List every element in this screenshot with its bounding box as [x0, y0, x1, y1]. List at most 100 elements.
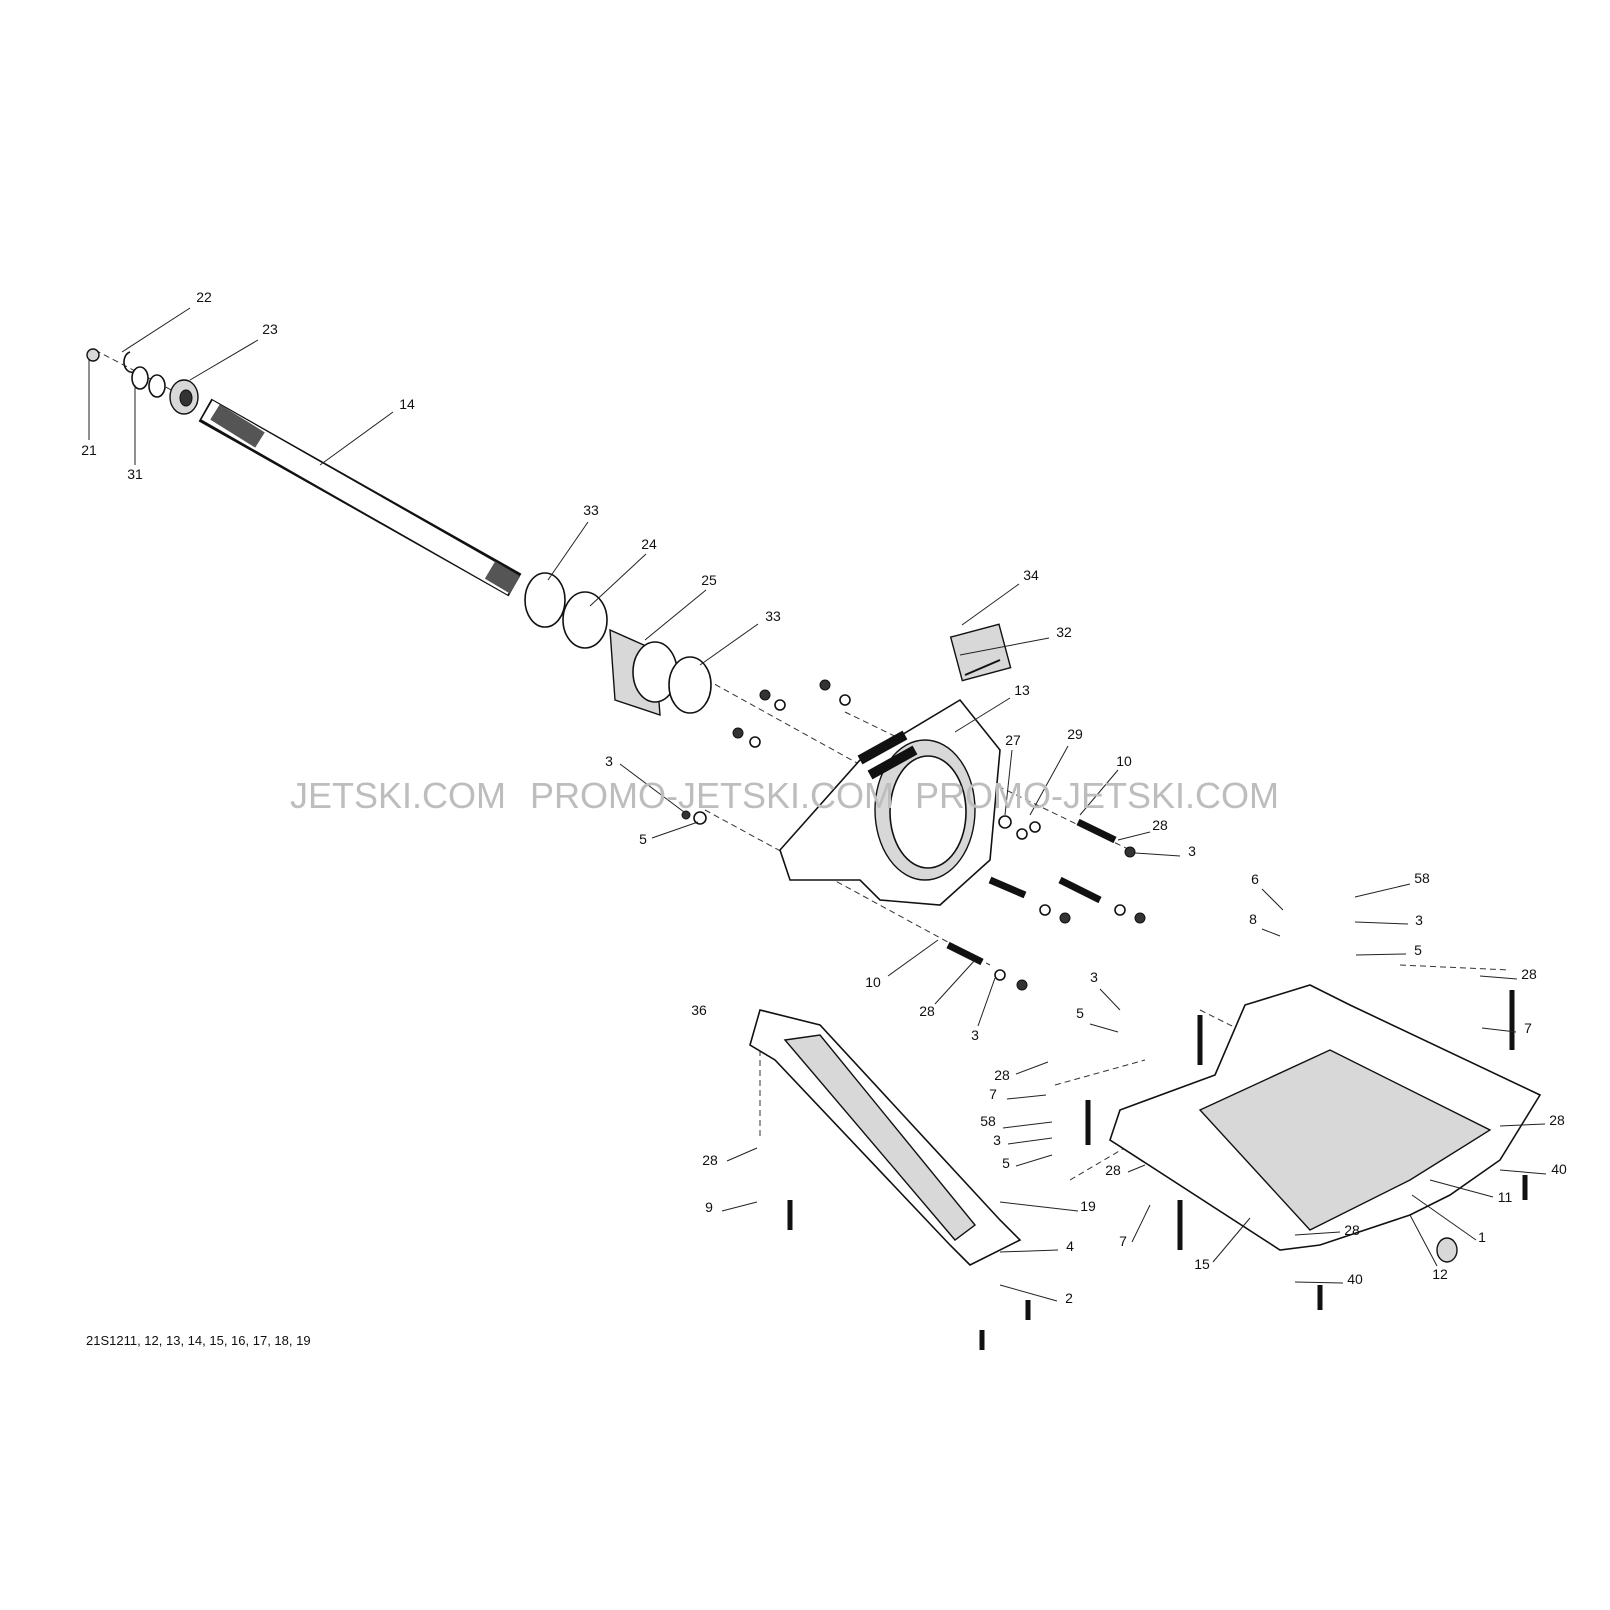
part-callout[interactable]: 1	[1478, 1229, 1486, 1245]
leader-line	[699, 623, 759, 666]
leader-line	[1131, 1204, 1151, 1243]
part-callout[interactable]: 19	[1080, 1198, 1096, 1214]
leader-line	[1015, 1154, 1053, 1167]
part-callout[interactable]: 58	[980, 1113, 996, 1129]
leader-line	[319, 411, 394, 466]
leader-line	[721, 1201, 758, 1212]
part-callout[interactable]: 24	[641, 536, 657, 552]
leader-line	[189, 339, 259, 381]
leader-line	[547, 521, 589, 581]
leader-line	[1479, 975, 1518, 980]
part-callout[interactable]: 3	[971, 1027, 979, 1043]
part-callout[interactable]: 3	[1188, 843, 1196, 859]
leader-line	[1134, 852, 1181, 857]
leader-line	[1499, 1169, 1547, 1175]
part-callout[interactable]: 29	[1067, 726, 1083, 742]
part-callout[interactable]: 3	[1090, 969, 1098, 985]
part-callout[interactable]: 28	[702, 1152, 718, 1168]
part-callout[interactable]: 21	[81, 442, 97, 458]
part-callout[interactable]: 28	[1521, 966, 1537, 982]
leader-line	[959, 637, 1050, 656]
part-callout[interactable]: 58	[1414, 870, 1430, 886]
leader-line	[1002, 1121, 1053, 1129]
mount-bolts	[787, 990, 1528, 1350]
leader-line	[1089, 1023, 1119, 1033]
part-callout[interactable]: 4	[1066, 1238, 1074, 1254]
watermark-text: PROMO-JETSKI.COM	[530, 775, 894, 816]
part-callout[interactable]: 3	[605, 753, 613, 769]
drive-shaft	[198, 398, 522, 597]
leader-line	[1007, 1137, 1053, 1145]
leader-line	[1409, 1214, 1438, 1267]
leader-line	[934, 959, 976, 1005]
leader-line	[999, 1249, 1059, 1253]
part-callout[interactable]: 13	[1014, 682, 1030, 698]
part-callout[interactable]: 3	[993, 1132, 1001, 1148]
leader-line	[961, 583, 1020, 626]
leader-line	[1261, 928, 1281, 937]
part-callout[interactable]: 32	[1056, 624, 1072, 640]
part-callout[interactable]: 7	[1524, 1020, 1532, 1036]
leader-line	[887, 939, 939, 977]
part-callout[interactable]: 12	[1432, 1266, 1448, 1282]
part-callout[interactable]: 2	[1065, 1290, 1073, 1306]
leader-line	[1006, 1094, 1047, 1100]
leader-line	[619, 763, 685, 813]
part-callout[interactable]: 40	[1551, 1161, 1567, 1177]
housing	[779, 698, 1001, 906]
part-callout[interactable]: 40	[1347, 1271, 1363, 1287]
watermark-text: PROMO-JETSKI.COM	[915, 775, 1279, 816]
part-callout[interactable]: 3	[1415, 912, 1423, 928]
part-callout[interactable]: 11	[1498, 1189, 1513, 1205]
leader-line	[954, 697, 1011, 733]
part-callout[interactable]: 7	[989, 1086, 997, 1102]
leader-line	[1212, 1217, 1251, 1263]
part-callout[interactable]: 9	[705, 1199, 713, 1215]
ride-plate	[749, 1009, 1022, 1266]
part-callout[interactable]: 22	[196, 289, 212, 305]
leader-line	[1029, 745, 1069, 816]
part-callout[interactable]: 31	[127, 466, 143, 482]
part-callout[interactable]: 36	[691, 1002, 707, 1018]
leader-line	[644, 589, 707, 641]
part-callout[interactable]: 10	[865, 974, 881, 990]
part-callout[interactable]: 8	[1249, 911, 1257, 927]
part-callout[interactable]: 34	[1023, 567, 1039, 583]
part-callout[interactable]: 5	[1076, 1005, 1084, 1021]
leader-line	[1127, 1164, 1146, 1173]
watermark: JETSKI.COM PROMO-JETSKI.COM PROMO-JETSKI…	[290, 775, 1279, 816]
part-callout[interactable]: 14	[399, 396, 415, 412]
part-callout[interactable]: 33	[765, 608, 781, 624]
part-callout[interactable]: 28	[1105, 1162, 1121, 1178]
part-callout[interactable]: 28	[1152, 817, 1168, 833]
leader-line	[1015, 1061, 1049, 1075]
intake-grate-plate	[1109, 984, 1542, 1251]
part-callout[interactable]: 5	[639, 831, 647, 847]
part-callout[interactable]: 23	[262, 321, 278, 337]
leader-line	[1481, 1027, 1517, 1033]
part-callout[interactable]: 7	[1119, 1233, 1127, 1249]
part-callout[interactable]: 25	[701, 572, 717, 588]
watermark-text: JETSKI.COM	[290, 775, 506, 816]
leader-line	[1429, 1179, 1494, 1198]
part-callout[interactable]: 33	[583, 502, 599, 518]
part-callout[interactable]: 27	[1005, 732, 1021, 748]
part-callout[interactable]: 5	[1002, 1155, 1010, 1171]
shaft-hardware	[86, 348, 199, 415]
leader-line	[1079, 769, 1119, 816]
leader-line	[1355, 953, 1407, 956]
part-callout[interactable]: 10	[1116, 753, 1132, 769]
leader-line	[1354, 921, 1409, 925]
part-callout[interactable]: 6	[1251, 871, 1259, 887]
leader-line	[1294, 1231, 1341, 1236]
part-callout[interactable]: 28	[919, 1003, 935, 1019]
part-callout[interactable]: 28	[1344, 1222, 1360, 1238]
part-callout[interactable]: 5	[1414, 942, 1422, 958]
part-callout[interactable]: 15	[1194, 1256, 1210, 1272]
leader-line	[1294, 1281, 1344, 1284]
part-callout[interactable]: 28	[1549, 1112, 1565, 1128]
leader-line	[1411, 1194, 1477, 1241]
part-callout[interactable]: 28	[994, 1067, 1010, 1083]
